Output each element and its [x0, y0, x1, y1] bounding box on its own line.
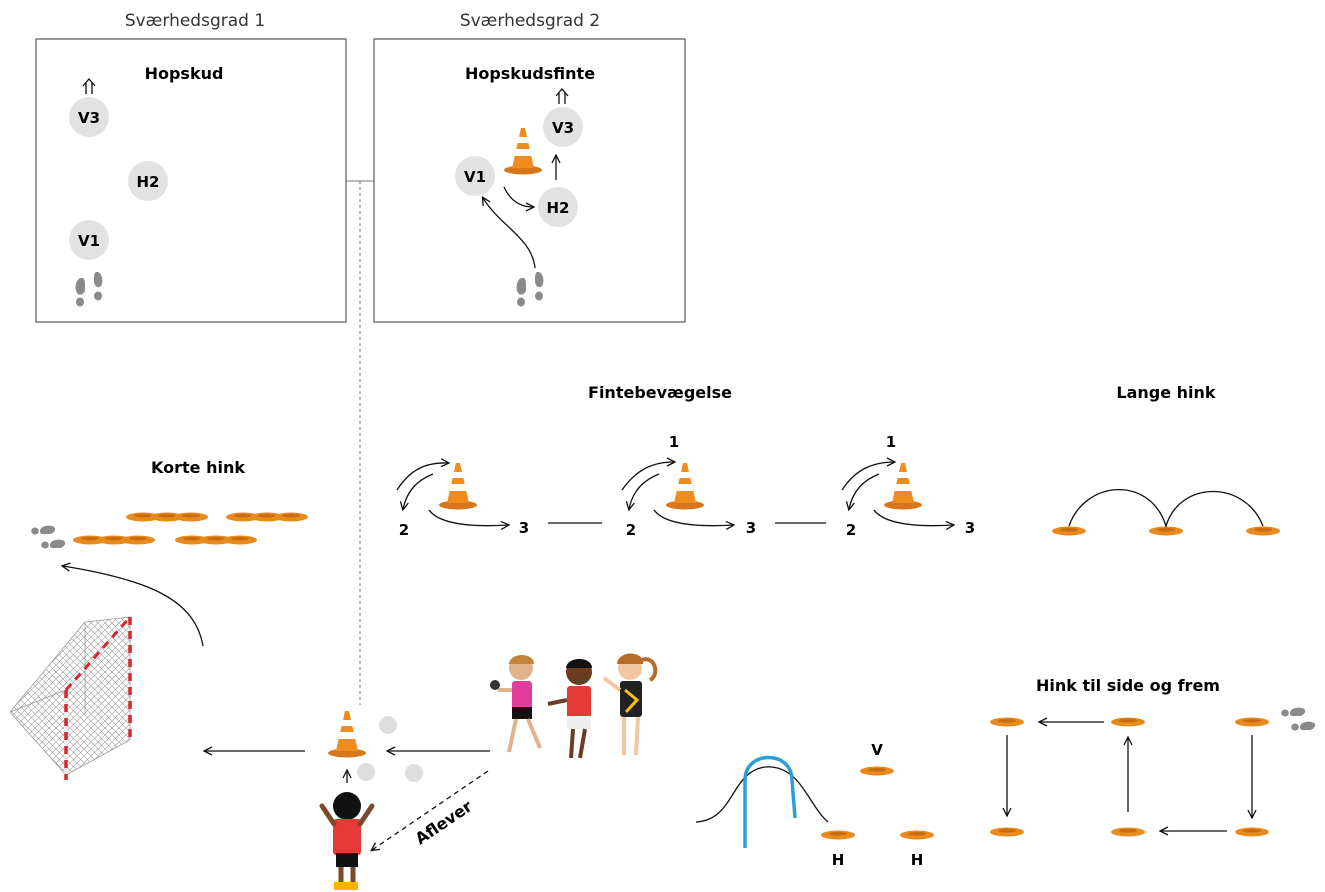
- finte-station-3: 1 2 3: [841, 433, 975, 539]
- finte-label-3: 3: [965, 519, 975, 537]
- panel1-player-v3: V3: [69, 97, 109, 137]
- panel1-jump-arrow-icon: [82, 78, 96, 94]
- hurdle-label-v: V: [871, 741, 883, 759]
- finte-label-1: 1: [669, 433, 679, 451]
- panel2-player-v1-label: V1: [464, 168, 486, 186]
- aflever-label: Aflever: [412, 797, 476, 849]
- panel2-player-v1: V1: [455, 156, 495, 196]
- panel1-player-h2: H2: [128, 161, 168, 201]
- panel2-movement-arrows: [483, 156, 556, 269]
- finte-label-2: 2: [399, 521, 409, 539]
- lange-hink-title: Lange hink: [1116, 383, 1216, 402]
- panel1-title: Hopskud: [145, 64, 224, 83]
- korte-hink-title: Korte hink: [151, 458, 245, 477]
- panel2-player-h2: H2: [538, 187, 578, 227]
- finte-cone-icon: [884, 463, 922, 510]
- hink-til-side-arrows: [1007, 722, 1252, 831]
- panel2-player-h2-label: H2: [547, 199, 570, 217]
- panel2-player-v3-label: V3: [552, 119, 574, 137]
- finte-cone-icon: [666, 463, 704, 510]
- lange-hink-jump-arcs: [1068, 489, 1264, 529]
- panel2-difficulty: Sværhedsgrad 2: [460, 11, 600, 31]
- fintebevaegelse-title: Fintebevægelse: [588, 383, 732, 402]
- hink-til-side-title: Hink til side og frem: [1036, 676, 1220, 695]
- finte-label-2: 2: [846, 521, 856, 539]
- finte-label-2: 2: [626, 521, 636, 539]
- hink-til-side-discs: [990, 717, 1269, 837]
- finte-cone-icon: [439, 463, 477, 510]
- panel1-player-v1-label: V1: [78, 232, 100, 250]
- handball-goal: [9, 616, 132, 780]
- panel1-difficulty: Sværhedsgrad 1: [125, 11, 265, 31]
- panel2-footprints-icon: [516, 271, 544, 307]
- panel2-title: Hopskudsfinte: [465, 64, 595, 83]
- start-cone-icon: [328, 711, 366, 758]
- korte-hink-footprints-icon: [31, 525, 66, 549]
- finte-label-3: 3: [746, 519, 756, 537]
- hink-til-side-footprints-icon: [1281, 707, 1316, 731]
- panel2-cone-icon: [504, 128, 542, 175]
- panel2-player-v3: V3: [543, 107, 583, 147]
- balls-icon: [357, 716, 423, 782]
- hurdle-label-h: H: [911, 851, 924, 869]
- finte-station-2: 1 2 3: [621, 433, 756, 539]
- hurdle-station: V H H: [695, 741, 934, 869]
- finte-label-3: 3: [519, 519, 529, 537]
- panel1-player-v1: V1: [69, 220, 109, 260]
- passer-player-figure: [319, 792, 375, 890]
- panel-connector: [346, 180, 374, 705]
- korte-hink-discs: [73, 512, 308, 545]
- finte-station-1: 2 3: [396, 463, 529, 539]
- finte-label-1: 1: [886, 433, 896, 451]
- hurdle-label-h: H: [832, 851, 845, 869]
- panel1-footprints-icon: [75, 271, 103, 307]
- panel2-jump-arrow-icon: [555, 88, 569, 104]
- panel1-player-h2-label: H2: [137, 173, 160, 191]
- panel1-player-v3-label: V3: [78, 109, 100, 127]
- korte-hink-arrow: [63, 566, 204, 647]
- players-group-figure: [490, 653, 658, 759]
